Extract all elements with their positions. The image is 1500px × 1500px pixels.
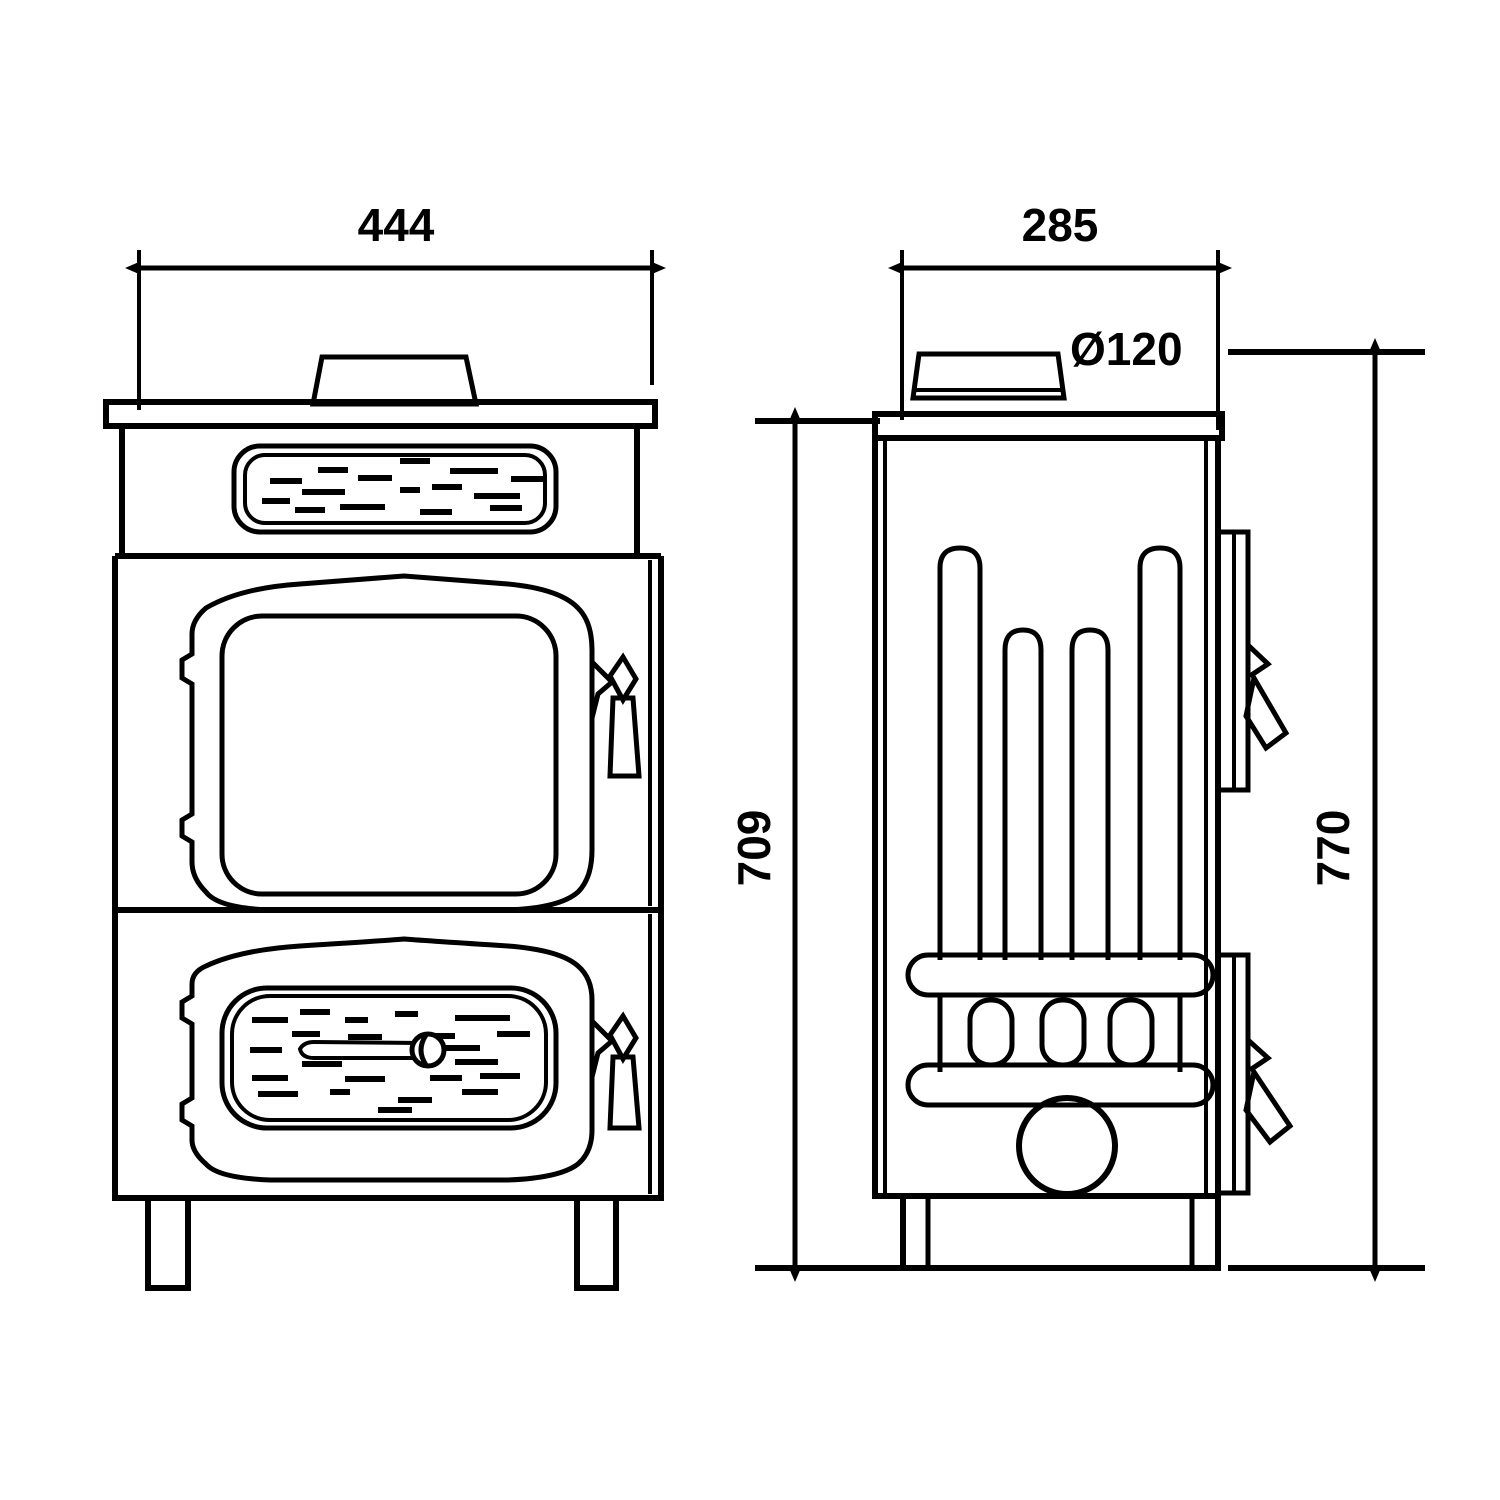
- ash-pan-door: [179, 936, 595, 1183]
- door-handle-lower-side[interactable]: [1243, 1038, 1294, 1146]
- door-profile-lower: [1218, 952, 1251, 1196]
- baffle-fin-1: [937, 545, 983, 960]
- dim-label-flue-diameter: Ø120: [1070, 323, 1183, 375]
- baffle-fin-4: [1137, 545, 1183, 960]
- main-firebox-door: [179, 573, 595, 913]
- dim-label-709: 709: [728, 810, 780, 887]
- baffle-fin-3: [1069, 627, 1111, 960]
- dimension-depth-285: 285: [888, 199, 1232, 274]
- air-control-lever[interactable]: [297, 1031, 447, 1069]
- leg-right: [574, 1198, 619, 1291]
- dimension-height-770: 770: [1228, 338, 1425, 1282]
- dimension-flue-120: Ø120: [1070, 323, 1183, 375]
- dimension-width-444: 444: [125, 199, 666, 274]
- side-view: [872, 250, 1294, 1271]
- body-side: [872, 438, 1221, 1199]
- grate-bar-upper: [905, 952, 1216, 998]
- flue-collar-side: [910, 351, 1067, 401]
- main-door-glass: [219, 613, 559, 897]
- dim-label-285: 285: [1022, 199, 1099, 251]
- top-plate: [103, 399, 658, 429]
- ash-port-circle: [1016, 1095, 1118, 1197]
- top-plate-side: [872, 411, 1225, 441]
- main-door-handle[interactable]: [589, 652, 642, 779]
- ash-grille-dashes: [250, 1009, 530, 1113]
- ash-door-handle[interactable]: [589, 1011, 642, 1131]
- front-view: [103, 250, 664, 1291]
- ash-door-grille-inner: [230, 994, 548, 1122]
- dim-label-770: 770: [1307, 810, 1359, 887]
- baffle-fin-2: [1002, 627, 1044, 960]
- air-control-knob: [409, 1031, 447, 1069]
- door-profile-upper: [1218, 529, 1251, 793]
- door-handle-upper-side[interactable]: [1243, 643, 1290, 752]
- leg-left: [145, 1198, 191, 1291]
- grate-bar-lower: [905, 1062, 1216, 1108]
- upper-vent-grille: [231, 443, 559, 535]
- ash-door-grille-outer: [219, 985, 559, 1131]
- dim-label-444: 444: [358, 199, 435, 251]
- upper-grille-dashes: [262, 458, 543, 515]
- dimension-height-709: 709: [728, 407, 900, 1282]
- upper-vent-grille-inner: [243, 453, 547, 525]
